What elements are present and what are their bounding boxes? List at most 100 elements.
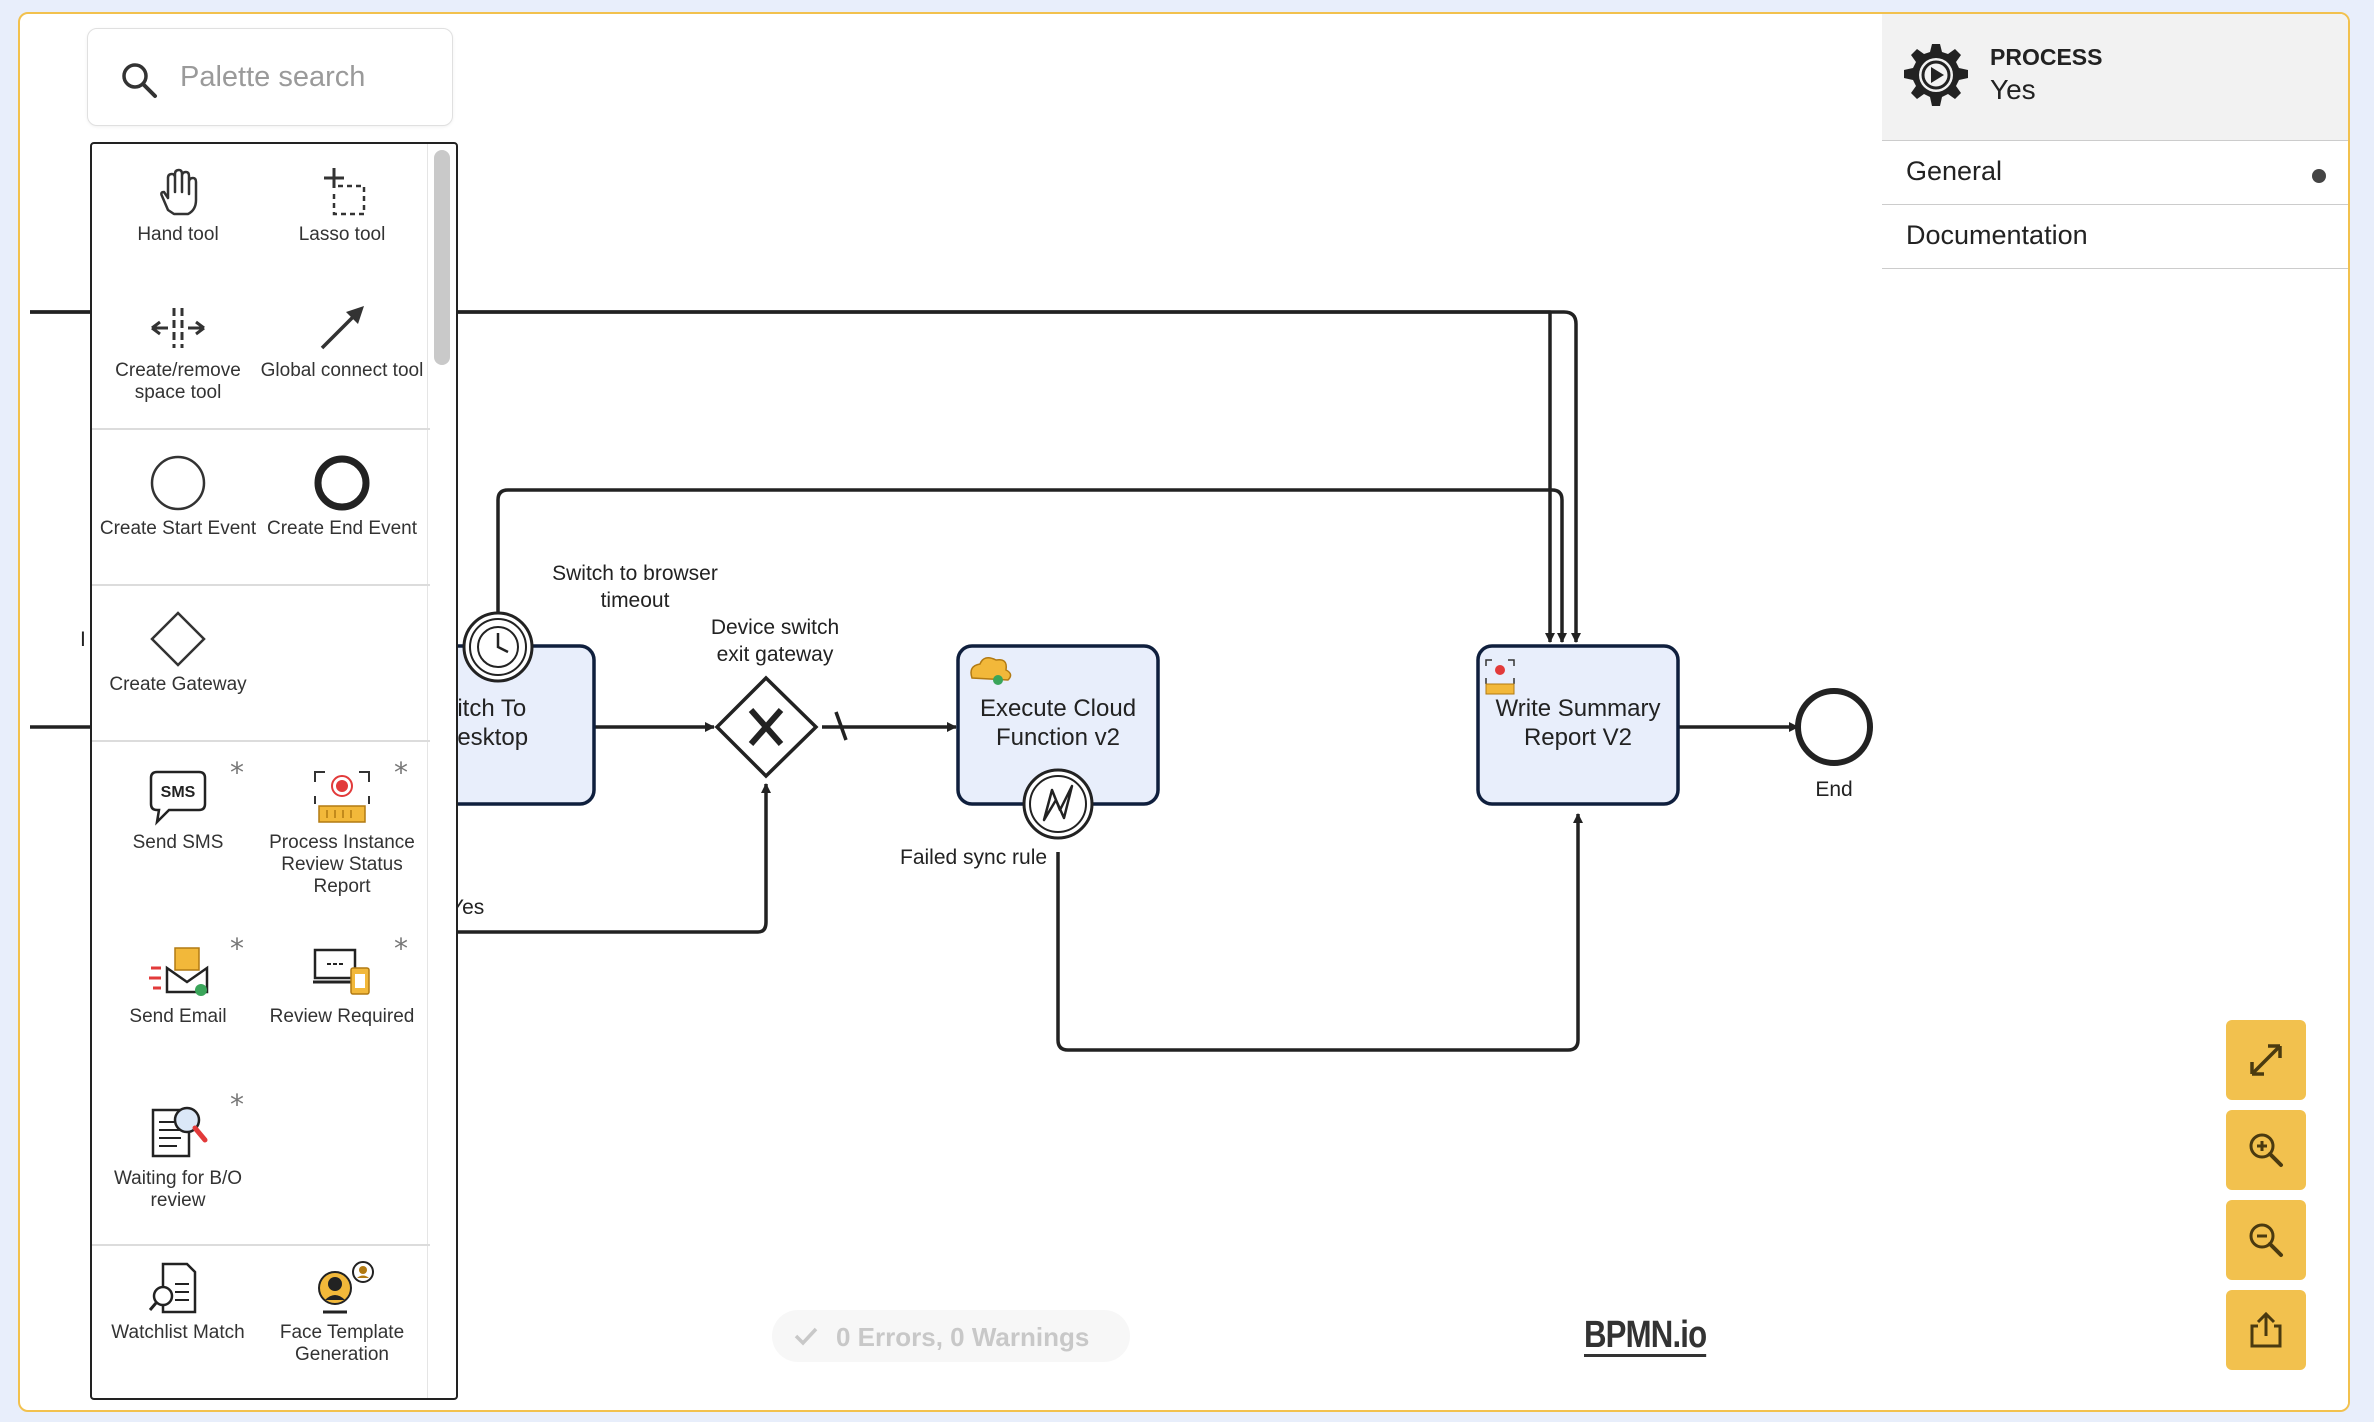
cloud-function-icon — [970, 657, 1012, 685]
palette-entry-waiting-review[interactable]: Waiting for B/O review — [96, 1100, 260, 1212]
sequence-flow-top-2[interactable] — [30, 310, 1581, 643]
email-icon — [149, 947, 209, 996]
linting-status[interactable]: 0 Errors, 0 Warnings — [772, 1310, 1130, 1362]
palette-entry-label: Waiting for B/O review — [113, 1168, 243, 1211]
svg-text:SMS: SMS — [161, 784, 196, 801]
palette-entry-space-tool[interactable]: Create/remove space tool — [96, 302, 260, 404]
palette-entry-label: Create/remove space tool — [115, 360, 241, 403]
palette: Hand tool Lasso tool Create/remove space… — [90, 142, 458, 1400]
palette-scrollbar[interactable] — [434, 150, 450, 365]
palette-entry-hand-tool[interactable]: Hand tool — [96, 166, 260, 246]
face-template-icon — [318, 1261, 374, 1314]
palette-separator — [92, 584, 430, 586]
properties-group-label: Documentation — [1906, 220, 2088, 250]
palette-separator — [92, 428, 430, 430]
palette-entry-lasso-tool[interactable]: Lasso tool — [260, 166, 424, 246]
palette-separator — [92, 740, 430, 742]
lasso-icon — [324, 168, 366, 216]
default-flow-marker — [834, 711, 848, 741]
palette-entry-end-event[interactable]: Create End Event — [260, 454, 424, 540]
sequence-flow-timer[interactable] — [496, 488, 1567, 643]
palette-entry-label: Process Instance Review Status Report — [269, 832, 415, 897]
timer-boundary-event[interactable] — [462, 611, 534, 683]
connect-arrow-icon — [320, 306, 364, 350]
properties-element-type: PROCESS — [1990, 44, 2103, 70]
sequence-flow-yes[interactable] — [440, 783, 771, 934]
cut-label: I — [80, 628, 86, 651]
gateway-icon — [150, 611, 206, 667]
palette-search-input[interactable] — [178, 53, 432, 101]
start-event-icon — [150, 455, 206, 511]
palette-entry-review-required[interactable]: Review Required — [260, 944, 424, 1028]
palette-entry-label: Review Required — [269, 1006, 415, 1027]
zoom-out-button[interactable] — [2226, 1200, 2306, 1280]
palette-entry-label: Create Start Event — [99, 518, 257, 539]
bpmn-modeler: I witch To Desktop Execute Cloud Functio… — [18, 12, 2350, 1412]
palette-entry-label: Send Email — [129, 1006, 227, 1027]
properties-element-name: Yes — [1990, 74, 2036, 105]
palette-entry-label: Create End Event — [267, 518, 417, 539]
zoom-in-button[interactable] — [2226, 1110, 2306, 1190]
task-switch-label: witch To Desktop — [440, 695, 529, 751]
task-write-label: Write Summary Report V2 — [1495, 695, 1661, 751]
palette-entry-label: Face Template Generation — [279, 1322, 405, 1365]
error-boundary-event[interactable] — [1022, 768, 1094, 840]
space-tool-icon — [151, 308, 205, 348]
palette-entry-label: Hand tool — [137, 224, 219, 245]
export-button[interactable] — [2226, 1290, 2306, 1370]
expand-icon — [2250, 1044, 2282, 1076]
yes-label: Yes — [450, 896, 485, 919]
hand-icon — [160, 168, 198, 216]
palette-entry-label: Lasso tool — [298, 224, 386, 245]
fit-viewport-button[interactable] — [2226, 1020, 2306, 1100]
palette-entry-label: Watchlist Match — [111, 1322, 245, 1343]
palette-scroll-track — [427, 144, 428, 1398]
sequence-flow-error[interactable] — [1056, 813, 1583, 1052]
exclusive-gateway[interactable] — [714, 675, 819, 779]
custom-entry-star: * — [394, 756, 408, 789]
watchlist-icon — [148, 1262, 197, 1314]
linting-status-text: 0 Errors, 0 Warnings — [836, 1322, 1090, 1352]
process-gear-icon — [1904, 44, 1968, 106]
end-label: End — [1815, 778, 1853, 801]
task-write-summary-report[interactable] — [1476, 644, 1680, 806]
task-execute-label: Execute Cloud Function v2 — [979, 695, 1137, 751]
zoom-out-icon — [2249, 1223, 2283, 1257]
properties-group-label: General — [1906, 156, 2003, 186]
palette-entry-gateway[interactable]: Create Gateway — [96, 610, 260, 696]
palette-entry-send-email[interactable]: Send Email — [96, 944, 260, 1028]
properties-header: PROCESS Yes — [1882, 14, 2348, 141]
palette-entry-send-sms[interactable]: SMS Send SMS — [96, 768, 260, 854]
gateway-label: Device switch exit gateway — [710, 616, 840, 666]
palette-separator — [92, 1244, 430, 1246]
palette-entry-face-template[interactable]: Face Template Generation — [260, 1260, 424, 1366]
palette-entry-process-report[interactable]: Process Instance Review Status Report — [260, 768, 424, 898]
palette-entry-label: Send SMS — [132, 832, 224, 853]
group-data-indicator — [2312, 169, 2326, 183]
timer-label: Switch to browser timeout — [552, 562, 718, 612]
review-screen-icon — [313, 948, 370, 995]
end-event[interactable] — [1795, 688, 1873, 766]
error-label: Failed sync rule — [900, 846, 1048, 869]
report-camera-icon — [314, 771, 370, 823]
palette-entry-label: Create Gateway — [109, 674, 247, 695]
report-camera-task-icon — [1485, 659, 1515, 695]
palette-search[interactable] — [87, 28, 453, 126]
palette-entry-watchlist-match[interactable]: Watchlist Match — [96, 1260, 260, 1344]
palette-entry-start-event[interactable]: Create Start Event — [96, 454, 260, 540]
palette-entry-label: Global connect tool — [260, 360, 424, 381]
properties-group-general[interactable]: General — [1882, 142, 2348, 205]
zoom-in-icon — [2249, 1133, 2283, 1167]
custom-entry-star: * — [230, 1088, 244, 1121]
properties-group-documentation[interactable]: Documentation — [1882, 206, 2348, 269]
bpmn-io-logo[interactable]: BPMN.io — [1584, 1314, 1707, 1357]
custom-entry-star: * — [230, 932, 244, 965]
check-icon — [794, 1327, 818, 1346]
palette-entry-connect-tool[interactable]: Global connect tool — [260, 302, 424, 382]
custom-entry-star: * — [230, 756, 244, 789]
search-icon — [122, 63, 157, 98]
share-icon — [2250, 1311, 2282, 1348]
custom-entry-star: * — [394, 932, 408, 965]
end-event-icon — [314, 455, 370, 511]
document-magnifier-icon — [151, 1106, 208, 1158]
